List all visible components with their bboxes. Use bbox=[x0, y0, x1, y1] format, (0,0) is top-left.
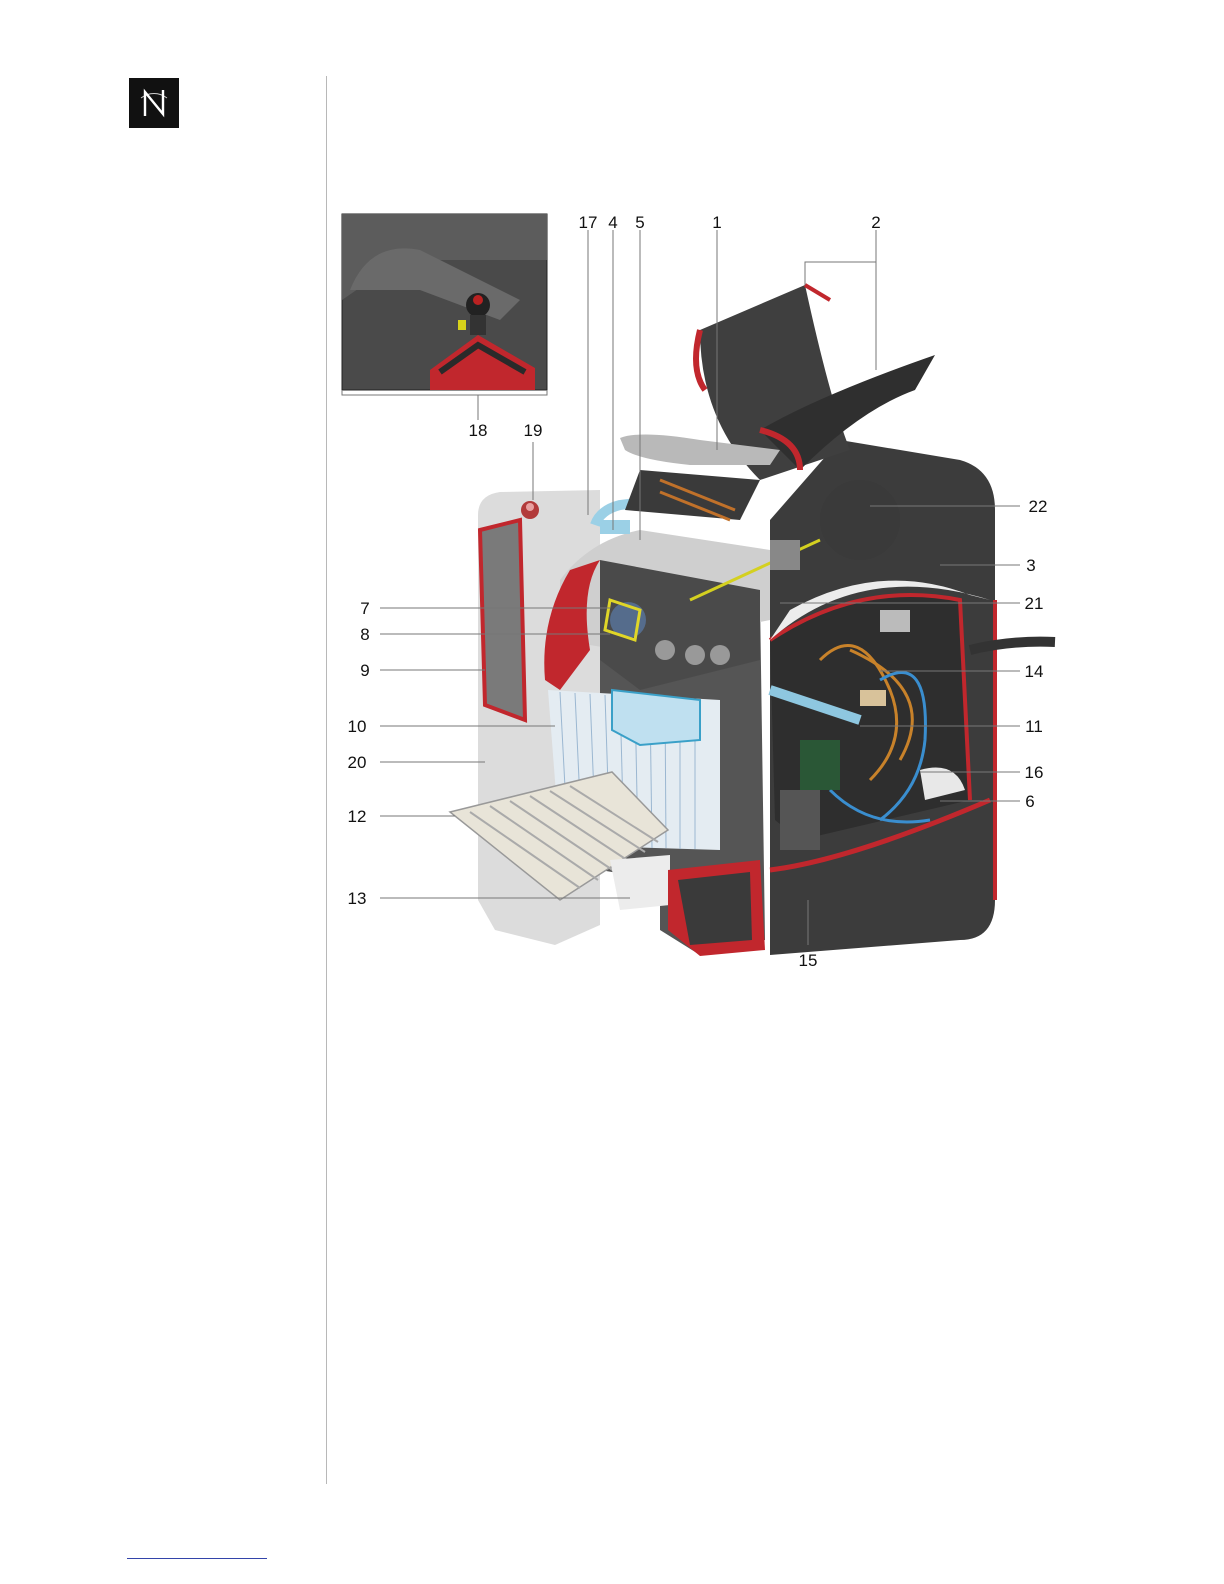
callout-11: 11 bbox=[1025, 717, 1043, 736]
callout-5: 5 bbox=[635, 213, 644, 232]
callout-15: 15 bbox=[799, 951, 818, 970]
callout-7: 7 bbox=[360, 599, 369, 618]
callout-8: 8 bbox=[360, 625, 369, 644]
callout-16: 16 bbox=[1025, 763, 1044, 782]
callout-17: 17 bbox=[579, 213, 598, 232]
callout-10: 10 bbox=[348, 717, 367, 736]
callout-14: 14 bbox=[1025, 662, 1044, 681]
callout-2: 2 bbox=[871, 213, 880, 232]
callout-19: 19 bbox=[524, 421, 543, 440]
callout-4: 4 bbox=[608, 213, 617, 232]
callout-21: 21 bbox=[1025, 594, 1044, 613]
inset-detail bbox=[342, 214, 547, 390]
callout-9: 9 bbox=[360, 661, 369, 680]
callout-22: 22 bbox=[1029, 497, 1048, 516]
callout-18: 18 bbox=[469, 421, 488, 440]
callout-1: 1 bbox=[712, 213, 721, 232]
callout-13: 13 bbox=[348, 889, 367, 908]
callout-6: 6 bbox=[1025, 792, 1034, 811]
callout-20: 20 bbox=[348, 753, 367, 772]
callout-3: 3 bbox=[1026, 556, 1035, 575]
callout-12: 12 bbox=[348, 807, 367, 826]
